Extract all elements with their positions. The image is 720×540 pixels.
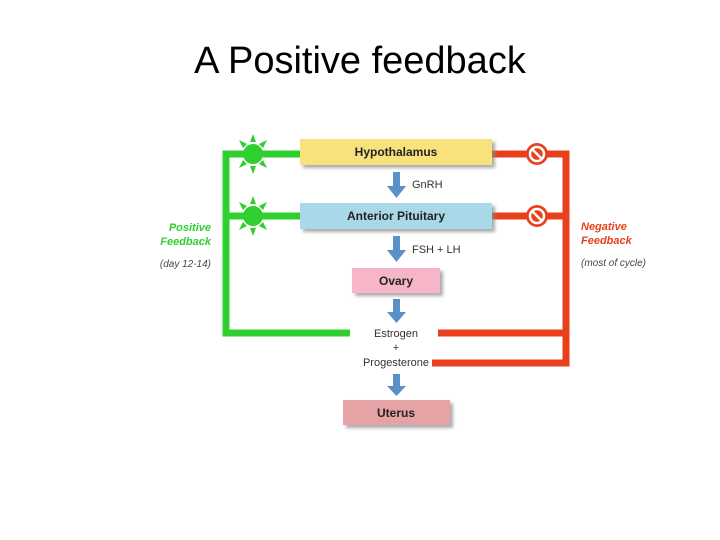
- progesterone-label: Progesterone: [363, 357, 429, 369]
- uterus-label: Uterus: [377, 406, 415, 420]
- green-sun-icon: [233, 134, 273, 174]
- estrogen-label: Estrogen: [374, 328, 418, 340]
- negative-feedback-note: (most of cycle): [581, 258, 646, 269]
- gnrh-label: GnRH: [412, 179, 443, 191]
- positive-feedback-line1: Positive: [169, 222, 211, 234]
- positive-feedback-loop: [222, 150, 350, 337]
- positive-feedback-line2: Feedback: [160, 236, 212, 248]
- ovary-hormones-arrow: [387, 299, 406, 323]
- slide-title: A Positive feedback: [194, 40, 526, 82]
- negative-feedback-line2: Feedback: [581, 235, 633, 247]
- ovary-label: Ovary: [379, 274, 413, 288]
- anterior-pituitary-box: Anterior Pituitary: [300, 203, 492, 229]
- green-sun-icon: [233, 196, 273, 236]
- uterus-box: Uterus: [343, 400, 450, 425]
- fsh-lh-label: FSH + LH: [412, 244, 461, 256]
- gnrh-arrow: [387, 172, 406, 198]
- hypothalamus-box: Hypothalamus: [300, 139, 492, 165]
- fsh-lh-arrow: [387, 236, 406, 262]
- positive-feedback-note: (day 12-14): [160, 259, 211, 270]
- ovary-box: Ovary: [352, 268, 440, 293]
- red-no-symbol-icon: [526, 143, 548, 165]
- negative-feedback-loop: [432, 150, 570, 367]
- red-no-symbol-icon: [526, 205, 548, 227]
- anterior-pituitary-label: Anterior Pituitary: [347, 209, 445, 223]
- uterus-arrow: [387, 374, 406, 396]
- negative-feedback-line1: Negative: [581, 221, 627, 233]
- plus-label: +: [393, 342, 399, 354]
- hypothalamus-label: Hypothalamus: [355, 145, 438, 159]
